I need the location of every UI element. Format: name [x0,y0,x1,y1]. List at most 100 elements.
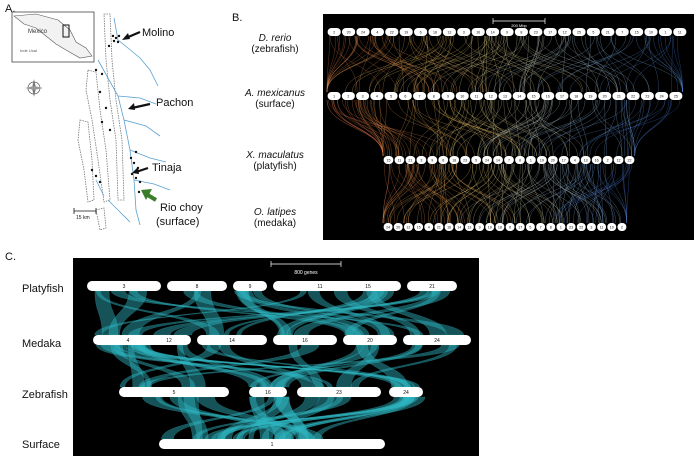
synteny-ribbon [477,99,513,157]
synteny-ribbon [470,99,486,157]
chromosome-label: 18 [433,31,437,35]
synteny-ribbon [487,163,491,224]
chromosome-label: 4 [376,31,378,35]
synteny-ribbon [534,99,598,157]
chromosome-label: 18 [574,95,578,99]
synteny-ribbon [358,35,371,93]
synteny-ribbon [540,99,586,157]
chromosome-bar [471,28,485,36]
synteny-ribbon [326,35,340,93]
synteny-ribbon [329,35,381,93]
synteny-ribbon [375,35,419,93]
chromosome-label: 9 [447,95,449,99]
synteny-ribbon [646,35,683,93]
species-sci-name: X. maculatus [246,150,304,161]
synteny-ribbon [488,35,525,93]
synteny-ribbon [374,35,416,93]
synteny-ribbon [635,35,683,93]
chromosome-bar [515,156,525,164]
chromosome-label: 16 [476,31,480,35]
synteny-ribbon [671,35,673,93]
species-label-zebrafish: D. rerio (zebrafish) [226,33,324,55]
chromosome-label: 19 [488,226,492,230]
synteny-ribbon [409,35,474,93]
synteny-ribbon [555,35,618,93]
synteny-ribbon [528,163,585,224]
synteny-ribbon [440,163,442,224]
chromosome-label: 13 [584,159,588,163]
synteny-ribbon [410,35,458,93]
synteny-ribbon [354,99,418,157]
synteny-ribbon [429,99,462,157]
synteny-ribbon [405,163,423,224]
chromosome-label: 7 [540,226,542,230]
chromosome-bar [624,156,635,164]
synteny-ribbon [449,163,484,224]
synteny-ribbon [478,163,526,224]
site-label-pachon: Pachon [156,97,194,109]
synteny-ribbon [458,163,499,224]
chromosome-label: 22 [579,226,583,230]
synteny-ribbon [491,35,563,93]
chromosome-bar [273,335,337,345]
synteny-ribbon [586,163,621,224]
synteny-ribbon [484,99,502,157]
chromosome-bar [356,92,370,100]
chromosome-label: 22 [631,95,635,99]
synteny-ribbon [577,163,604,224]
chromosome-bar [505,223,515,231]
synteny-ribbon [568,99,572,157]
synteny-ribbon [559,163,561,224]
synteny-ribbon [484,35,550,93]
chromosome-label: 11 [475,95,479,99]
site-label-surface: (surface) [156,216,200,228]
chromosome-bar [427,156,438,164]
synteny-ribbon [548,163,594,224]
synteny-ribbon [615,99,623,157]
synteny-ribbon [620,99,626,157]
synteny-ribbon [463,99,521,157]
synteny-ribbon [452,163,509,224]
chromosome-bar [393,223,403,231]
chromosome-bar [485,223,495,231]
chromosome-label: 3 [463,31,465,35]
synteny-ribbon [398,35,404,93]
synteny-ribbon [262,396,335,440]
synteny-ribbon [395,99,409,157]
chromosome-label: 24 [434,338,440,344]
synteny-ribbon [176,344,206,388]
synteny-ribbon [443,99,468,157]
synteny-ribbon [483,99,545,157]
chromosome-label: 19 [540,159,544,163]
chromosome-label: 4 [428,226,430,230]
chromosome-bar [147,335,191,345]
synteny-ribbon [379,99,384,157]
chromosome-bar [607,223,617,231]
chromosome-bar [454,223,464,231]
chromosome-label: 20 [347,31,351,35]
synteny-ribbon [388,163,450,224]
synteny-ribbon [413,99,449,157]
chromosome-bar [93,335,163,345]
synteny-ribbon [449,99,499,157]
synteny-ribbon [595,35,621,93]
synteny-ribbon [512,163,583,224]
synteny-ribbon [429,163,463,224]
synteny-ribbon [427,163,441,224]
synteny-ribbon [388,163,438,224]
chromosome-bar [630,28,644,36]
sierra-ridges [77,13,125,231]
chromosome-bar [414,223,424,231]
synteny-ribbon [459,35,486,93]
chromosome-bar [500,28,514,36]
chromosome-label: 3 [362,95,364,99]
chromosome-bar [626,92,640,100]
synteny-ribbon [502,35,571,93]
chromosome-bar [471,156,482,164]
synteny-ribbon [382,163,390,224]
synteny-ribbon [407,163,457,224]
inset-small-label: Inde Ucal [20,48,37,53]
